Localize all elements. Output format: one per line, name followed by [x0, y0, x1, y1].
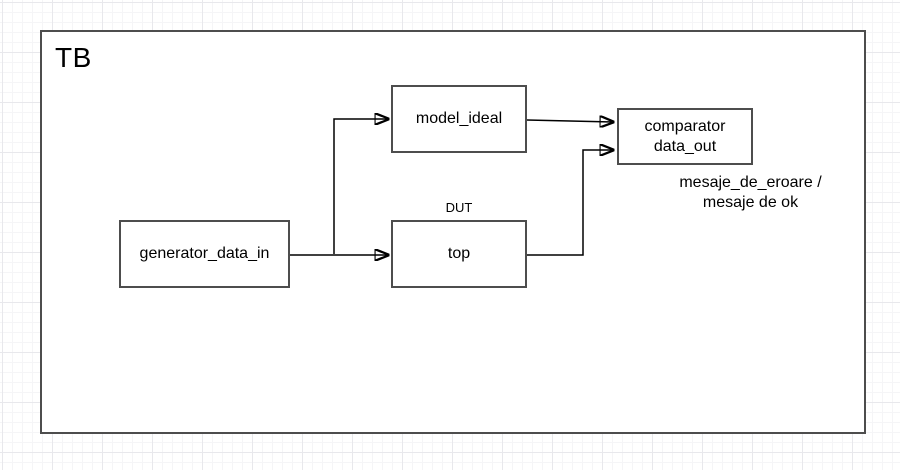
- node-comparator-label-line2: data_out: [653, 137, 717, 155]
- testbench-title: TB: [55, 42, 92, 73]
- connector-dut-to-comparator[interactable]: [527, 150, 613, 256]
- dut-caption: DUT: [445, 200, 473, 215]
- connector-model-to-comparator[interactable]: [526, 120, 613, 122]
- output-note-line2: mesaje de ok: [702, 194, 799, 211]
- output-messages-note: mesaje_de_eroare / mesaje de ok: [660, 173, 841, 213]
- node-top-dut[interactable]: top: [391, 220, 527, 288]
- connector-generator-to-model[interactable]: [333, 119, 388, 254]
- node-model-ideal[interactable]: model_ideal: [391, 85, 527, 153]
- node-generator-data-in[interactable]: generator_data_in: [119, 220, 290, 288]
- output-note-line1: mesaje_de_eroare /: [679, 174, 822, 191]
- node-model-label: model_ideal: [415, 110, 503, 127]
- node-top-label: top: [447, 245, 471, 262]
- node-comparator[interactable]: comparator data_out: [617, 108, 753, 165]
- node-generator-label: generator_data_in: [139, 245, 270, 262]
- node-comparator-label-line1: comparator: [644, 117, 726, 135]
